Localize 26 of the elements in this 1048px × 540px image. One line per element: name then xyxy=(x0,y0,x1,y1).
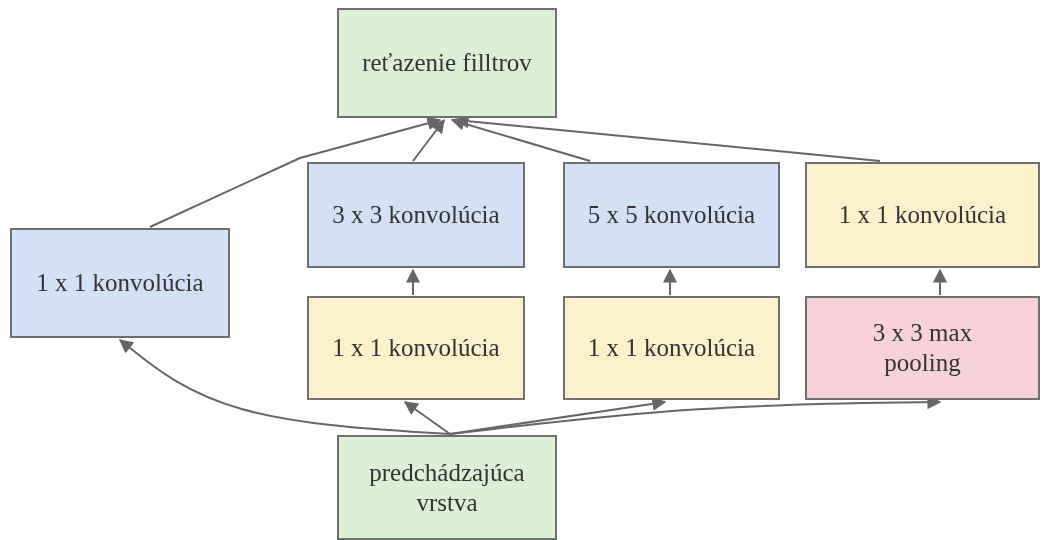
box-label: predchádzajúca vrstva xyxy=(368,457,526,518)
process-box xyxy=(563,296,780,400)
process-box xyxy=(563,162,780,268)
process-box xyxy=(307,296,525,400)
arrow xyxy=(406,268,420,296)
process-box xyxy=(337,435,557,540)
arrow xyxy=(412,118,445,162)
process-box xyxy=(337,8,557,118)
process-box xyxy=(10,228,230,338)
box-label: 3 x 3 max pooling xyxy=(871,318,974,378)
arrow xyxy=(450,116,591,162)
box-label: 3 x 3 konvolúcia xyxy=(332,200,500,230)
process-box xyxy=(805,296,1040,400)
arrow xyxy=(403,401,451,435)
process-box xyxy=(805,162,1040,268)
box-label: 5 x 5 konvolúcia xyxy=(587,200,756,230)
box-label: 1 x 1 konvolúcia xyxy=(587,333,756,363)
arrow xyxy=(118,339,451,435)
arrow xyxy=(663,268,677,296)
box-label: 1 x 1 konvolúcia xyxy=(36,268,204,298)
box-label: 1 x 1 konvolúcia xyxy=(332,333,500,363)
process-box xyxy=(307,162,525,268)
box-label: reťazenie filltrov xyxy=(362,48,532,78)
arrow xyxy=(933,268,947,296)
arrow xyxy=(149,116,442,228)
box-label: 1 x 1 konvolúcia xyxy=(838,200,1007,230)
